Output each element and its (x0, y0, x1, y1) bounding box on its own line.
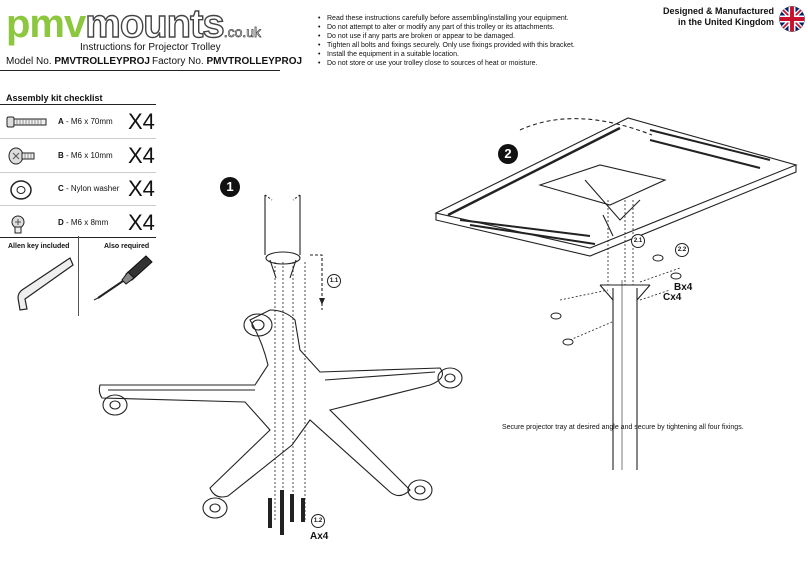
long-bolt-icon (6, 116, 47, 128)
header-divider (0, 70, 280, 71)
factory-value: PMVTROLLEYPROJ (206, 56, 303, 67)
kit-quantity: X4 (128, 210, 155, 235)
step-1-2-label: 1.2 (311, 514, 325, 528)
step-1-1-label: 1.1 (327, 274, 341, 288)
kit-desc: - M6 x 10mm (63, 151, 113, 160)
washer-icon (10, 180, 32, 200)
safety-note: Read these instructions carefully before… (318, 14, 618, 23)
kit-item-a: A - M6 x 70mm X4 (0, 105, 156, 138)
kit-quantity: X4 (128, 176, 155, 201)
logo-tld-text: .co.uk (223, 24, 262, 41)
small-bolt-icon (11, 215, 25, 234)
made-line-2: in the United Kingdom (678, 17, 774, 27)
model-value: PMVTROLLEYPROJ (54, 56, 150, 67)
kit-item-b: B - M6 x 10mm X4 (0, 139, 156, 172)
tools-divider (78, 236, 79, 316)
kit-code: B (58, 151, 64, 160)
allen-key-icon (17, 257, 74, 311)
kit-row-divider (0, 205, 156, 206)
factory-label: Factory No. (152, 56, 204, 67)
kit-item-label: B - M6 x 10mm (58, 151, 113, 160)
union-jack-flag-icon (779, 6, 805, 32)
kit-checklist-title: Assembly kit checklist (6, 93, 103, 103)
kit-item-c: C - Nylon washer X4 (0, 172, 156, 205)
allen-key-label: Allen key included (8, 243, 70, 250)
made-line-1: Designed & Manufactured (662, 6, 774, 16)
kit-title-divider (0, 104, 156, 105)
step-2-1-label: 2.1 (631, 234, 645, 248)
kit-code: D (58, 218, 64, 227)
safety-note: Do not store or use your trolley close t… (318, 59, 618, 68)
safety-notes-list: Read these instructions carefully before… (318, 14, 618, 68)
safety-note: Install the equipment in a suitable loca… (318, 50, 618, 59)
safety-note: Do not use if any parts are broken or ap… (318, 32, 618, 41)
logo-mounts-text: mounts (85, 1, 226, 46)
model-number: Model No. PMVTROLLEYPROJ (6, 56, 150, 67)
model-label: Model No. (6, 56, 52, 67)
step-2-2-label: 2.2 (675, 243, 689, 257)
short-bolt-icon (8, 147, 35, 165)
kit-quantity: X4 (128, 109, 155, 134)
kit-code: A (58, 117, 64, 126)
document-subtitle: Instructions for Projector Trolley (80, 42, 221, 53)
kit-quantity: X4 (128, 143, 155, 168)
step-2-b-count: Bx4 (674, 282, 693, 293)
made-in-uk-text: Designed & Manufactured in the United Ki… (652, 6, 774, 28)
kit-desc: - M6 x 8mm (63, 218, 109, 227)
safety-note: Do not attempt to alter or modify any pa… (318, 23, 618, 32)
kit-item-d: D - M6 x 8mm X4 (0, 206, 156, 239)
kit-row-divider (0, 138, 156, 139)
safety-note: Tighten all bolts and fixings securely. … (318, 41, 618, 50)
step-1-bolt-count: Ax4 (310, 531, 329, 542)
kit-code: C (58, 184, 64, 193)
factory-number: Factory No. PMVTROLLEYPROJ (152, 56, 302, 67)
also-required-label: Also required (104, 243, 150, 250)
step-2-number: 2 (498, 144, 518, 164)
step-2-caption: Secure projector tray at desired angle a… (502, 424, 744, 431)
kit-desc: - M6 x 70mm (63, 117, 113, 126)
logo-pmv-text: pmv (6, 2, 86, 46)
kit-item-label: C - Nylon washer (58, 184, 119, 193)
kit-item-label: D - M6 x 8mm (58, 218, 108, 227)
kit-desc: - Nylon washer (63, 184, 120, 193)
pmvmounts-logo: pmvmounts.co.uk (6, 1, 262, 54)
kit-row-divider (0, 172, 156, 173)
step-2-c-count: Cx4 (663, 292, 682, 303)
step-1-number: 1 (220, 177, 240, 197)
screwdriver-icon (93, 255, 153, 301)
kit-item-label: A - M6 x 70mm (58, 117, 113, 126)
